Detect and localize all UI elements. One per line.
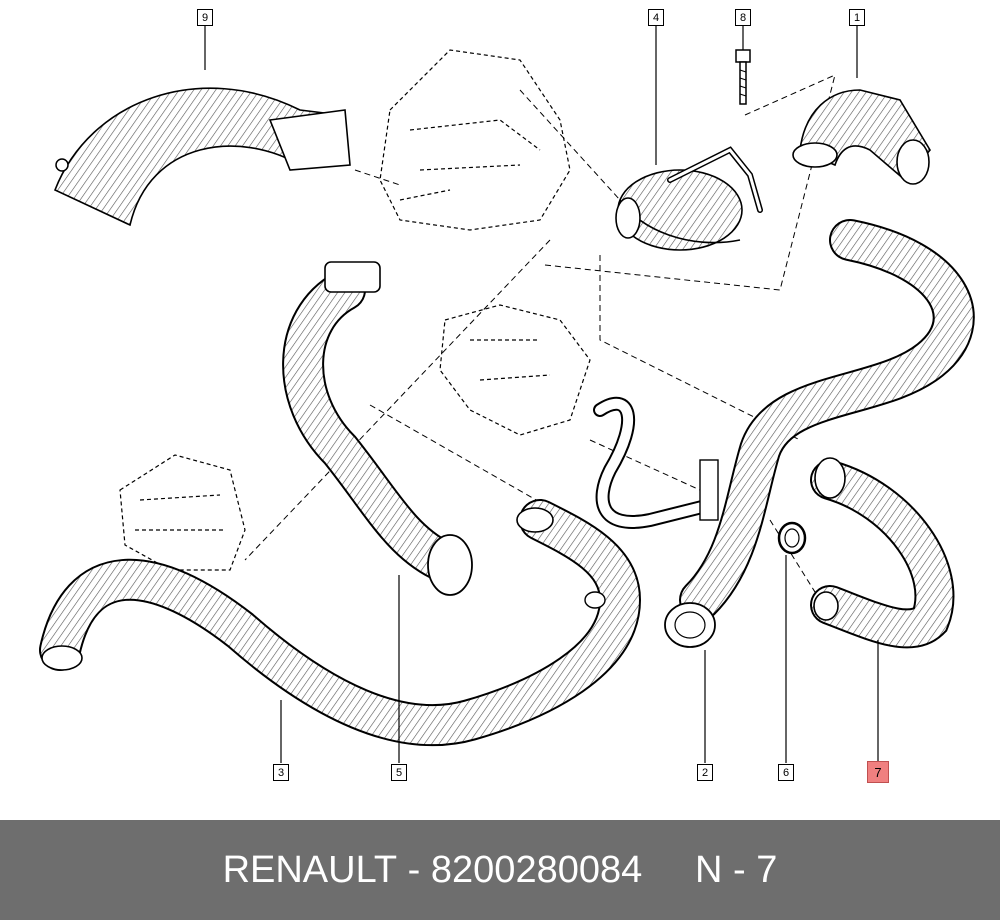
breather-hose (593, 396, 719, 529)
callout-2: 2 (697, 764, 713, 781)
position-label: N - 7 (695, 848, 778, 891)
part-number: 8200280084 (430, 848, 643, 891)
callout-leaders (204, 26, 879, 763)
brand-name: RENAULT (222, 848, 398, 891)
callout-9: 9 (197, 9, 213, 26)
callout-6: 6 (778, 764, 794, 781)
clamp-part-6 (777, 521, 807, 555)
callout-7-highlighted: 7 (867, 761, 889, 783)
callout-1: 1 (849, 9, 865, 26)
elbow-hose-part-1 (792, 89, 931, 185)
callout-4: 4 (648, 9, 664, 26)
bolt-part-8 (735, 49, 751, 105)
hose-part-5 (282, 261, 473, 596)
callout-5: 5 (391, 764, 407, 781)
air-duct-part-9 (53, 87, 351, 227)
callout-3: 3 (273, 764, 289, 781)
intake-manifold-outline (119, 454, 246, 571)
engine-block-middle-outline (439, 304, 591, 436)
lower-hose-part-3 (39, 499, 642, 747)
long-hose-part-2 (664, 219, 975, 648)
callout-8: 8 (735, 9, 751, 26)
hose-part-7 (810, 457, 955, 649)
resonator-part-4 (615, 146, 763, 251)
engine-block-upper-outline (379, 49, 571, 231)
footer-spacer (642, 849, 695, 892)
hose-exploded-diagram (39, 26, 975, 763)
part-info-footer: RENAULT - 8200280084 N - 7 (0, 820, 1000, 920)
brand-separator: - (397, 848, 431, 891)
